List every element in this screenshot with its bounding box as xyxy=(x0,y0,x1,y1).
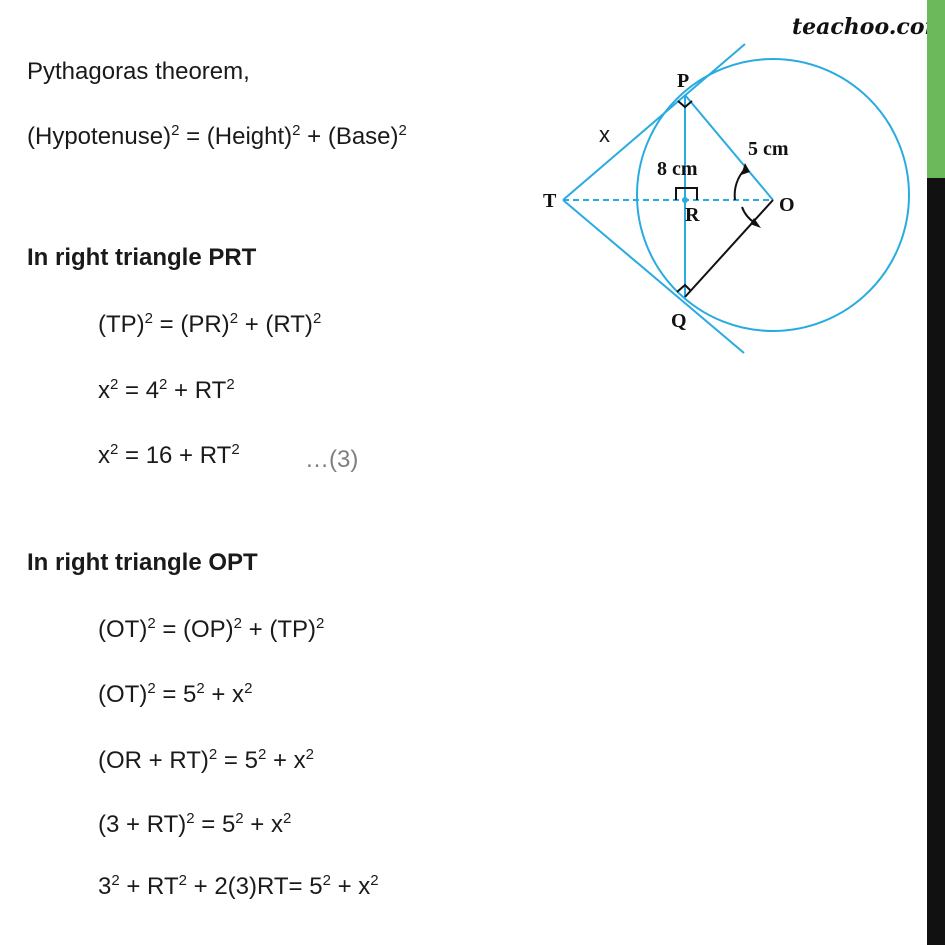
superscript: 2 xyxy=(147,680,156,697)
label-8cm: 8 cm xyxy=(657,158,698,180)
text-segment: + (Base) xyxy=(300,123,399,150)
superscript: 2 xyxy=(111,872,120,889)
equation-ref: …(3) xyxy=(305,446,359,473)
superscript: 2 xyxy=(229,310,239,327)
superscript: 2 xyxy=(235,810,244,827)
arc-arrow-head-lower xyxy=(750,218,761,228)
sidebar-accent xyxy=(927,0,945,178)
superscript: 2 xyxy=(196,680,205,697)
superscript: 2 xyxy=(398,122,407,139)
text-segment: + x xyxy=(243,811,283,838)
prt-eq-1: (TP)2 = (PR)2 + (RT)2 xyxy=(98,310,321,340)
text-segment: = (OP) xyxy=(155,616,234,643)
teachoo-logo: teachoo.com xyxy=(792,14,945,40)
right-angle-r xyxy=(675,187,698,200)
text-segment: In right triangle OPT xyxy=(27,549,258,576)
text-segment: + x xyxy=(330,873,371,900)
superscript: 2 xyxy=(370,872,379,889)
arc-arrow-head xyxy=(741,163,750,175)
superscript: 2 xyxy=(316,615,325,632)
text-segment: (OT) xyxy=(98,616,148,643)
prt-heading: In right triangle PRT xyxy=(27,243,256,273)
superscript: 2 xyxy=(257,746,267,763)
text-segment: + x xyxy=(266,747,306,774)
text-segment: + 2(3)RT= 5 xyxy=(186,873,323,900)
superscript: 2 xyxy=(147,615,156,632)
text-segment: Pythagoras theorem, xyxy=(27,58,250,85)
right-angle-q xyxy=(676,283,692,293)
superscript: 2 xyxy=(186,810,195,827)
text-segment: x xyxy=(98,442,110,469)
text-segment: (Hypotenuse) xyxy=(27,123,172,150)
text-segment: = 5 xyxy=(217,747,258,774)
text-segment: (OR + RT) xyxy=(98,747,209,774)
superscript: 2 xyxy=(305,746,314,763)
text-segment: + x xyxy=(204,681,245,708)
superscript: 2 xyxy=(171,122,180,139)
theorem-formula: (Hypotenuse)2 = (Height)2 + (Base)2 xyxy=(27,122,407,152)
text-segment: = 5 xyxy=(194,811,236,838)
right-angle-p xyxy=(677,100,693,109)
tangent-line-lower xyxy=(562,199,745,354)
prt-eq-3: x2 = 16 + RT2 xyxy=(98,441,240,471)
text-segment: In right triangle PRT xyxy=(27,244,257,271)
po-radius xyxy=(684,94,774,201)
text-segment: + (TP) xyxy=(242,616,317,643)
label-p: P xyxy=(677,70,689,92)
superscript: 2 xyxy=(110,376,119,393)
opt-eq-1: (OT)2 = (OP)2 + (TP)2 xyxy=(98,615,324,645)
superscript: 2 xyxy=(178,872,187,889)
text-segment: + RT xyxy=(167,377,227,404)
text-segment: (TP) xyxy=(98,311,145,338)
right-sidebar-bar xyxy=(927,0,945,945)
superscript: 2 xyxy=(244,680,253,697)
label-5cm: 5 cm xyxy=(748,138,789,160)
superscript: 2 xyxy=(226,376,235,393)
text-segment: (OT) xyxy=(98,681,148,708)
text-segment: = 16 + RT xyxy=(118,442,232,469)
superscript: 2 xyxy=(292,122,301,139)
prt-eq-2: x2 = 42 + RT2 xyxy=(98,376,235,406)
superscript: 2 xyxy=(312,310,322,327)
text-segment: x xyxy=(98,377,110,404)
text-segment: = (PR) xyxy=(153,311,230,338)
text-segment: (3 + RT) xyxy=(98,811,187,838)
qo-radius xyxy=(684,199,774,298)
text-segment: 3 xyxy=(98,873,112,900)
opt-eq-5: 32 + RT2 + 2(3)RT= 52 + x2 xyxy=(98,872,379,902)
superscript: 2 xyxy=(231,441,240,458)
opt-eq-3: (OR + RT)2 = 52 + x2 xyxy=(98,746,314,776)
superscript: 2 xyxy=(322,872,331,889)
opt-heading: In right triangle OPT xyxy=(27,548,258,578)
text-segment: = (Height) xyxy=(179,123,293,150)
label-t: T xyxy=(543,190,557,212)
label-r: R xyxy=(685,204,700,226)
tangent-circle-diagram: P T R O Q 8 cm 5 cm x xyxy=(543,43,910,354)
text-segment: + RT xyxy=(119,873,179,900)
theorem-heading: Pythagoras theorem, xyxy=(27,57,250,87)
superscript: 2 xyxy=(159,376,168,393)
text-segment: + (RT) xyxy=(238,311,313,338)
superscript: 2 xyxy=(233,615,243,632)
opt-eq-4: (3 + RT)2 = 52 + x2 xyxy=(98,810,291,840)
text-segment: = 4 xyxy=(118,377,160,404)
superscript: 2 xyxy=(283,810,292,827)
label-x: x xyxy=(599,122,610,147)
superscript: 2 xyxy=(144,310,153,327)
circle xyxy=(636,58,910,332)
label-q: Q xyxy=(671,310,687,332)
superscript: 2 xyxy=(110,441,119,458)
tangent-line-upper xyxy=(562,43,746,201)
opt-eq-2: (OT)2 = 52 + x2 xyxy=(98,680,252,710)
label-o: O xyxy=(779,194,795,216)
text-segment: = 5 xyxy=(155,681,197,708)
superscript: 2 xyxy=(208,746,218,763)
